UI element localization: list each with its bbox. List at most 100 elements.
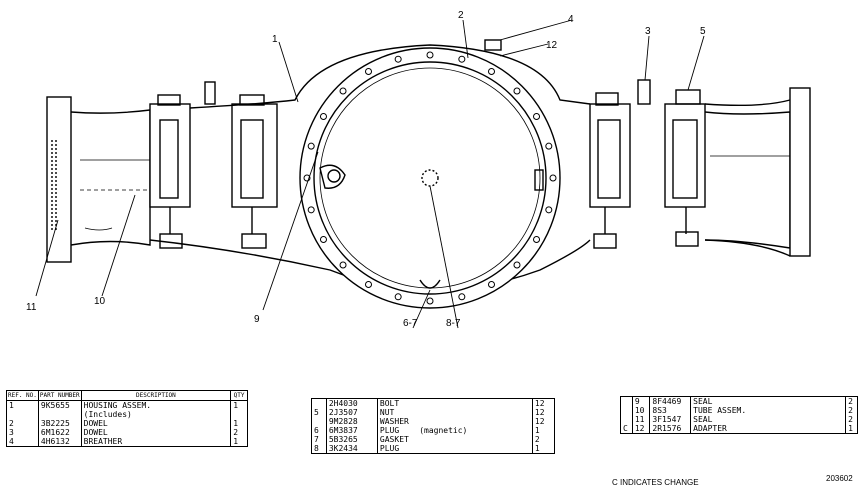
cell-desc: TUBE ASSEM. — [690, 406, 847, 415]
cell-qty: 2 — [230, 428, 248, 437]
cell-ref: 9 — [631, 396, 651, 406]
cell-desc-text: SEAL — [693, 415, 713, 424]
cell-ref-text: 5 — [314, 408, 319, 417]
cell-qty-text: 12 — [534, 408, 545, 417]
cell-part: 3B2225 — [37, 419, 82, 428]
cell-desc-text: HOUSING ASSEM. — [83, 401, 152, 410]
right-spring-pads — [589, 79, 706, 249]
cell-qty-text: 2 — [848, 415, 853, 424]
cell-ref-text: 8 — [314, 444, 319, 453]
cell-qty-text: 12 — [534, 399, 545, 408]
cell-desc-text: BOLT — [379, 399, 400, 408]
cell-desc-text: PLUG — [379, 426, 400, 435]
cell-ref: 2 — [6, 419, 39, 428]
cover-bolt — [458, 55, 466, 63]
cell-ref — [6, 410, 39, 419]
cell-mark — [620, 406, 633, 415]
cell-qty-text: 1 — [848, 424, 853, 433]
callout-10: 10 — [94, 296, 106, 307]
cell-part: 2R1576 — [649, 424, 692, 434]
cell-part: 8S3 — [649, 406, 692, 415]
cell-desc-text: BREATHER — [83, 437, 123, 446]
cover-bolt — [303, 174, 311, 182]
cell-qty-text: 2 — [848, 406, 853, 415]
callout-12: 12 — [546, 40, 558, 51]
cell-desc-text: (Includes) — [83, 410, 132, 419]
leader-lines — [35, 19, 705, 329]
cover-bolt — [426, 297, 434, 305]
callout-2: 2 — [458, 10, 464, 21]
cell-desc: (Includes) — [80, 410, 232, 419]
cell-part: 3K2434 — [325, 444, 378, 454]
cell-desc-text: DOWEL — [83, 428, 108, 437]
cover-bolt — [319, 236, 327, 243]
cell-desc: DOWEL — [80, 428, 232, 437]
cell-ref: 1 — [6, 400, 39, 410]
cell-qty: 1 — [230, 400, 248, 410]
cover-bolt — [488, 281, 495, 289]
cell-ref-text: 9 — [634, 397, 640, 406]
cell-ref: 10 — [631, 406, 651, 415]
cover-bolt — [339, 261, 347, 269]
cell-qty: 12 — [531, 408, 556, 417]
cell-ref — [311, 398, 327, 408]
cover-bolt — [545, 142, 553, 150]
left-flange — [46, 96, 72, 263]
cell-ref-text: 4 — [9, 437, 14, 446]
cell-qty-text: 1 — [534, 444, 540, 453]
cell-part-text: 4H6132 — [40, 437, 70, 446]
cell-ref-text: 1 — [9, 401, 14, 410]
cell-part: 9M2828 — [325, 417, 378, 426]
callout-9: 9 — [254, 314, 260, 325]
cell-mark — [620, 415, 633, 424]
cover-bolt — [549, 174, 557, 182]
cell-part-text: 6M3837 — [328, 426, 358, 435]
cover-bolt — [365, 281, 372, 289]
cover-bolt — [365, 67, 372, 75]
col-part: PART NUMBER — [37, 390, 82, 401]
cell-part: 4H6132 — [37, 437, 82, 447]
cover-bolt — [513, 87, 521, 95]
cell-mark-text: C — [623, 424, 628, 433]
callout-4: 4 — [568, 14, 574, 25]
cover-bolt — [488, 67, 495, 75]
cell-part: 9K5655 — [37, 400, 82, 410]
cell-ref: 3 — [6, 428, 39, 437]
cell-part-text: 3F1547 — [652, 415, 682, 424]
col-ref: REF. NO. — [6, 390, 39, 401]
cell-desc: WASHER — [376, 417, 533, 426]
cell-part: 2J3507 — [325, 408, 378, 417]
cell-ref-text: 2 — [9, 419, 14, 428]
cell-desc-text: GASKET — [379, 435, 409, 444]
cover-bolt — [545, 206, 553, 214]
cell-desc: SEAL — [690, 415, 847, 424]
cell-desc: BOLT — [376, 398, 533, 408]
cell-desc: HOUSING ASSEM. — [80, 400, 232, 410]
callout-1: 1 — [272, 34, 278, 45]
cover-bolt — [533, 113, 541, 120]
cell-ref-text: 10 — [634, 406, 645, 415]
cell-qty-text: 2 — [848, 397, 853, 406]
cell-qty: 1 — [531, 444, 556, 454]
col-desc: DESCRIPTION — [80, 390, 232, 401]
cell-desc: SEAL — [690, 396, 847, 406]
cell-qty: 2 — [845, 415, 858, 424]
cell-part-text: 8S3 — [652, 406, 667, 415]
cell-part: 3F1547 — [649, 415, 692, 424]
cell-part-text: 2R1576 — [652, 424, 682, 433]
left-tube — [70, 109, 151, 246]
cell-part-text: 3K2434 — [328, 444, 358, 453]
cell-part-text: 3B2225 — [40, 419, 70, 428]
cell-part-text: 9M2828 — [328, 417, 358, 426]
cell-qty-text: 1 — [233, 437, 239, 446]
